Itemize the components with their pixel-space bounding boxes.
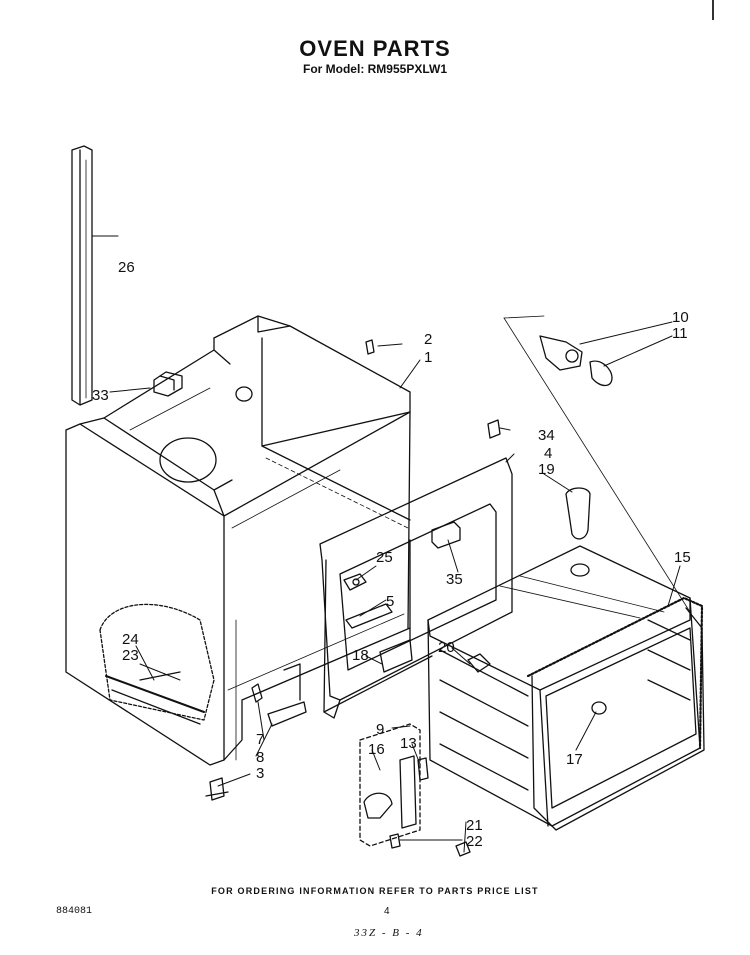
callout-15: 15	[674, 549, 691, 566]
callout-5: 5	[386, 593, 394, 610]
callout-19: 19	[538, 461, 555, 478]
callout-4: 4	[544, 445, 552, 462]
part-1-cabinet	[65, 315, 411, 766]
part-10-11-light-assembly	[503, 315, 691, 613]
callout-18: 18	[352, 647, 369, 664]
callout-33: 33	[92, 387, 109, 404]
part-7-8-bracket	[251, 663, 307, 727]
document-number: 884081	[56, 906, 93, 917]
part-24-23-harness	[99, 603, 215, 725]
callout-26: 26	[118, 259, 135, 276]
callout-11: 11	[672, 325, 688, 342]
callout-24: 24	[122, 631, 139, 648]
callout-22: 22	[466, 833, 483, 850]
part-19-sleeve	[565, 487, 591, 540]
callout-2: 2	[424, 331, 432, 348]
callout-34: 34	[538, 427, 555, 444]
part-25-fitting	[343, 573, 367, 591]
part-20-clip	[467, 653, 491, 673]
callout-17: 17	[566, 751, 583, 768]
callout-16: 16	[368, 741, 385, 758]
callout-1: 1	[424, 349, 432, 366]
callout-21: 21	[466, 817, 483, 834]
callout-23: 23	[122, 647, 139, 664]
callout-9: 9	[376, 721, 384, 738]
callout-8: 8	[256, 749, 264, 766]
callout-3: 3	[256, 765, 264, 782]
callout-20: 20	[438, 639, 455, 656]
part-34-cap	[487, 419, 501, 439]
part-33-clip	[153, 371, 183, 397]
model-subtitle: For Model: RM955PXLW1	[302, 62, 448, 76]
part-26-side-trim	[71, 145, 93, 406]
leader-lines	[91, 235, 681, 853]
part-21-22-screws	[389, 833, 471, 857]
oven-liner	[427, 545, 705, 831]
callout-13: 13	[400, 735, 417, 752]
part-3-leg	[205, 777, 229, 801]
callout-10: 10	[672, 309, 689, 326]
part-2-screw	[365, 339, 375, 355]
page-number: 4	[384, 906, 390, 917]
page-title: OVEN PARTS	[299, 36, 451, 61]
part-15-gasket	[526, 596, 704, 750]
callout-35: 35	[446, 571, 463, 588]
callout-25: 25	[376, 549, 393, 566]
callout-7: 7	[256, 731, 264, 748]
handwritten-note: 33Z - B - 4	[354, 927, 424, 939]
page-edge-mark	[712, 0, 714, 20]
ordering-info-footer: FOR ORDERING INFORMATION REFER TO PARTS …	[211, 886, 539, 896]
part-9-13-16-hinge-detail	[359, 723, 429, 847]
part-35-bracket	[431, 521, 461, 549]
part-5-18-bracket	[345, 603, 413, 673]
